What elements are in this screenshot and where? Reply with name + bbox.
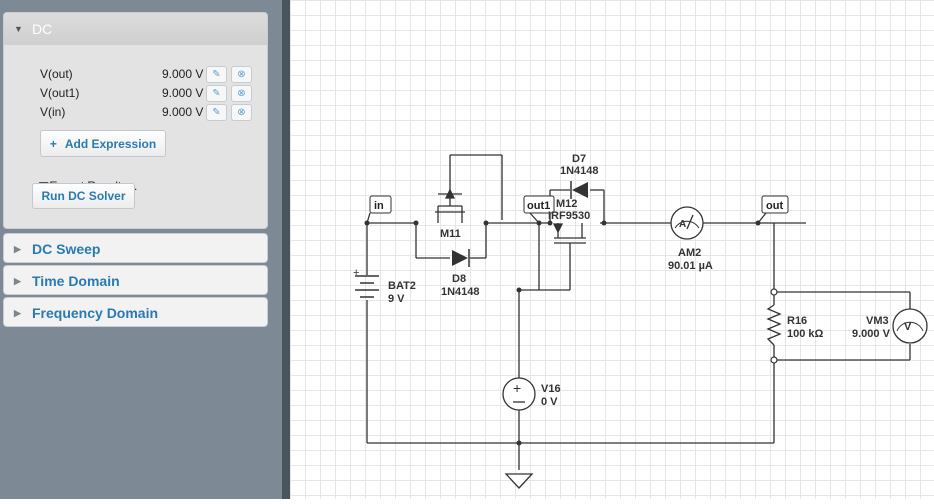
expression-value: 9.000 V bbox=[162, 86, 204, 100]
bat2-battery-icon[interactable] bbox=[355, 275, 379, 298]
expression-name: V(in) bbox=[40, 105, 66, 119]
expression-name: V(out1) bbox=[40, 86, 80, 100]
expression-row: V(out) 9.000 V ✎ ⊗ bbox=[40, 65, 260, 84]
am2-ammeter-icon[interactable]: A bbox=[670, 206, 704, 240]
svg-text:out: out bbox=[766, 200, 783, 212]
ground-icon bbox=[504, 473, 534, 489]
edit-icon[interactable]: ✎ bbox=[206, 85, 227, 102]
svg-text:+: + bbox=[513, 380, 521, 396]
sidebar-splitter[interactable] bbox=[282, 0, 290, 499]
bat2-value: 9 V bbox=[388, 293, 405, 305]
v16-value: 0 V bbox=[541, 396, 558, 408]
wires bbox=[366, 154, 911, 470]
terminals bbox=[770, 288, 778, 364]
r16-resistor-icon[interactable] bbox=[766, 304, 782, 346]
run-dc-solver-button[interactable]: Run DC Solver bbox=[32, 183, 135, 209]
caret-right-icon: ▶ bbox=[14, 275, 21, 286]
schematic-svg: + A V + in out1 out D7 1N4148 bbox=[353, 153, 928, 489]
remove-icon[interactable]: ⊗ bbox=[231, 66, 252, 83]
run-dc-solver-label: Run DC Solver bbox=[41, 189, 126, 203]
vm3-value: 9.000 V bbox=[852, 328, 891, 340]
net-label-out1[interactable]: out1 bbox=[523, 195, 555, 224]
m11-name: M11 bbox=[440, 228, 461, 240]
svg-text:V: V bbox=[904, 321, 912, 333]
dc-panel-title: DC bbox=[32, 21, 53, 37]
d8-name: D8 bbox=[452, 273, 466, 285]
v16-name: V16 bbox=[541, 383, 561, 395]
bat2-name: BAT2 bbox=[388, 280, 416, 292]
analysis-sidebar: ▼ DC V(out) 9.000 V ✎ ⊗ V(out1) 9.000 V … bbox=[0, 0, 282, 499]
frequency-domain-panel[interactable]: ▶ Frequency Domain bbox=[3, 297, 268, 327]
d7-part: 1N4148 bbox=[560, 165, 599, 177]
m12-part: IRF9530 bbox=[548, 210, 590, 222]
remove-icon[interactable]: ⊗ bbox=[231, 104, 252, 121]
time-domain-title: Time Domain bbox=[32, 273, 120, 289]
plus-icon: + bbox=[49, 136, 57, 151]
dc-panel: ▼ DC V(out) 9.000 V ✎ ⊗ V(out1) 9.000 V … bbox=[3, 12, 268, 229]
m12-name: M12 bbox=[556, 198, 577, 210]
am2-name: AM2 bbox=[678, 247, 701, 259]
vm3-name: VM3 bbox=[866, 315, 889, 327]
v16-voltage-source-icon[interactable]: + bbox=[502, 377, 536, 411]
caret-right-icon: ▶ bbox=[14, 307, 21, 318]
caret-down-icon: ▼ bbox=[14, 24, 23, 34]
expression-row: V(out1) 9.000 V ✎ ⊗ bbox=[40, 84, 260, 103]
edit-icon[interactable]: ✎ bbox=[206, 104, 227, 121]
svg-text:A: A bbox=[679, 219, 686, 230]
net-label-out[interactable]: out bbox=[757, 195, 789, 224]
remove-icon[interactable]: ⊗ bbox=[231, 85, 252, 102]
net-label-in[interactable]: in bbox=[366, 195, 392, 224]
am2-value: 90.01 µA bbox=[668, 260, 713, 272]
dc-sweep-title: DC Sweep bbox=[32, 241, 101, 257]
time-domain-panel[interactable]: ▶ Time Domain bbox=[3, 265, 268, 295]
add-expression-label: Add Expression bbox=[64, 136, 157, 151]
expression-value: 9.000 V bbox=[162, 105, 204, 119]
edit-icon[interactable]: ✎ bbox=[206, 66, 227, 83]
dc-panel-header[interactable]: ▼ DC bbox=[4, 13, 267, 45]
dc-sweep-panel[interactable]: ▶ DC Sweep bbox=[3, 233, 268, 263]
m12-mosfet-icon[interactable] bbox=[552, 223, 586, 239]
expression-value: 9.000 V bbox=[162, 67, 204, 81]
d7-name: D7 bbox=[572, 153, 586, 165]
add-expression-button[interactable]: + Add Expression bbox=[40, 130, 166, 157]
r16-value: 100 kΩ bbox=[787, 328, 824, 340]
expression-row: V(in) 9.000 V ✎ ⊗ bbox=[40, 103, 260, 122]
d8-part: 1N4148 bbox=[441, 286, 480, 298]
frequency-domain-title: Frequency Domain bbox=[32, 305, 159, 321]
svg-text:out1: out1 bbox=[527, 200, 550, 212]
battery-plus-sign: + bbox=[353, 267, 359, 279]
schematic-canvas[interactable]: + A V + in out1 out D7 1N4148 bbox=[290, 0, 934, 499]
d7-diode-icon[interactable] bbox=[570, 181, 588, 199]
vm3-voltmeter-icon[interactable]: V bbox=[892, 308, 928, 344]
r16-name: R16 bbox=[787, 315, 807, 327]
svg-text:in: in bbox=[374, 200, 384, 212]
caret-right-icon: ▶ bbox=[14, 243, 21, 254]
d8-diode-icon[interactable] bbox=[452, 249, 470, 267]
m11-mosfet-icon[interactable] bbox=[435, 188, 465, 223]
expression-name: V(out) bbox=[40, 67, 73, 81]
